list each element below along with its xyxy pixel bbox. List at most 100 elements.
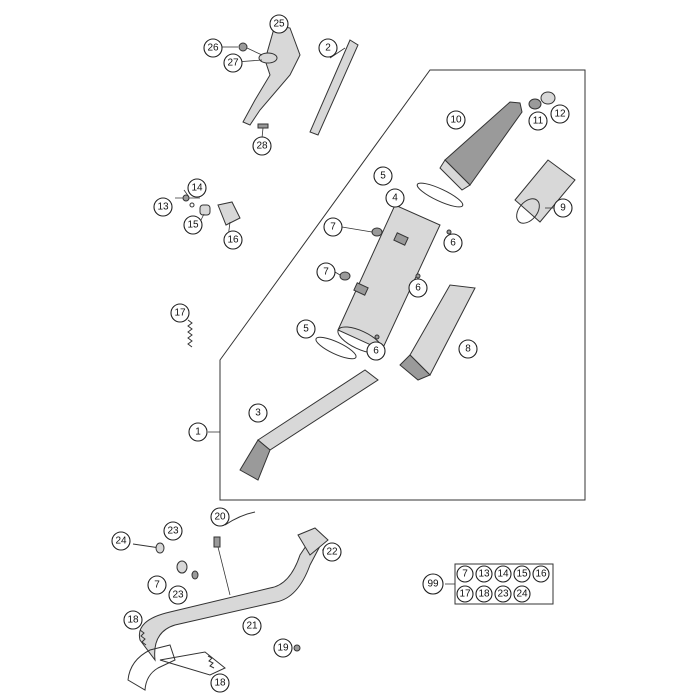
- svg-text:7: 7: [323, 267, 329, 278]
- svg-text:6: 6: [415, 283, 421, 294]
- callout-15: 15: [183, 215, 203, 235]
- svg-text:18: 18: [478, 589, 490, 600]
- svg-text:18: 18: [214, 678, 226, 689]
- svg-text:13: 13: [157, 202, 169, 213]
- svg-text:17: 17: [174, 308, 186, 319]
- kit-row1-item-4: 16: [532, 565, 550, 583]
- svg-text:7: 7: [154, 580, 160, 591]
- kit-row1-item-3: 15: [513, 565, 531, 583]
- svg-text:5: 5: [380, 171, 386, 182]
- callout-9: 9: [553, 198, 573, 218]
- clamp-group: [175, 189, 241, 239]
- callout-16: 16: [223, 230, 243, 250]
- callout-13: 13: [153, 197, 173, 217]
- rivet-upper: [446, 229, 452, 235]
- kit-box: [445, 563, 554, 605]
- callout-14: 14: [187, 178, 207, 198]
- callout-8: 8: [458, 339, 478, 359]
- kit-row1-item-0: 7: [456, 565, 474, 583]
- callout-27: 27: [223, 53, 243, 73]
- svg-text:13: 13: [478, 569, 490, 580]
- callout-18-right: 18: [210, 673, 230, 693]
- callout-10: 10: [446, 110, 466, 130]
- svg-text:22: 22: [326, 547, 338, 558]
- svg-text:20: 20: [214, 512, 226, 523]
- bracket-bolt-head: [238, 42, 248, 52]
- callout-6-middle: 6: [408, 278, 428, 298]
- svg-text:16: 16: [535, 569, 547, 580]
- callout-1: 1: [188, 422, 208, 442]
- kit-row2-item-3: 24: [513, 585, 531, 603]
- callout-labels: 1 2 3 4 5 5 6 6 6 7 7 7 8 9 10 11 12 13 …: [111, 14, 573, 693]
- callout-17: 17: [170, 303, 190, 323]
- svg-text:15: 15: [516, 569, 528, 580]
- silencer-assembly-frame: [219, 69, 586, 501]
- svg-text:9: 9: [560, 203, 566, 214]
- callout-7-lower: 7: [147, 575, 167, 595]
- svg-text:18: 18: [127, 615, 139, 626]
- outer-sleeve-part: [399, 284, 476, 381]
- callout-12: 12: [550, 104, 570, 124]
- svg-text:12: 12: [554, 109, 566, 120]
- svg-text:14: 14: [191, 183, 203, 194]
- svg-text:7: 7: [462, 569, 468, 580]
- callout-23-lower: 23: [168, 585, 188, 605]
- svg-text:8: 8: [465, 344, 471, 355]
- bracket-part: [242, 24, 301, 126]
- kit-row2-item-1: 18: [475, 585, 493, 603]
- svg-text:6: 6: [373, 346, 379, 357]
- callout-18-left: 18: [123, 610, 143, 630]
- svg-text:27: 27: [227, 58, 239, 69]
- svg-text:1: 1: [195, 427, 201, 438]
- kit-row2-item-2: 23: [494, 585, 512, 603]
- svg-text:24: 24: [115, 536, 127, 547]
- grommet-upper: [371, 227, 383, 237]
- callout-5-lower: 5: [296, 319, 316, 339]
- callout-6-lower: 6: [366, 341, 386, 361]
- callout-2: 2: [318, 38, 338, 58]
- svg-text:17: 17: [459, 589, 471, 600]
- sleeve-part: [514, 159, 576, 224]
- spring-lower-left: [139, 629, 147, 646]
- kit-row1-item-2: 14: [494, 565, 512, 583]
- svg-text:24: 24: [516, 589, 528, 600]
- callout-20: 20: [210, 507, 230, 527]
- callout-23-upper: 23: [163, 521, 183, 541]
- callout-5-upper: 5: [373, 166, 393, 186]
- svg-text:11: 11: [533, 116, 544, 127]
- spring-part: [187, 319, 193, 348]
- callout-21: 21: [242, 616, 262, 636]
- sensor-part: [213, 511, 256, 596]
- svg-text:2: 2: [325, 43, 331, 54]
- callout-4: 4: [385, 188, 405, 208]
- callout-3: 3: [248, 403, 268, 423]
- callout-22: 22: [322, 542, 342, 562]
- svg-text:23: 23: [167, 526, 179, 537]
- gasket-ring-lower: [315, 336, 357, 360]
- kit-row2-item-0: 17: [456, 585, 474, 603]
- clamp-bolt-head: [182, 194, 190, 202]
- svg-text:26: 26: [207, 43, 219, 54]
- clamp-bushing: [199, 204, 211, 216]
- clamp-bracket: [217, 201, 241, 226]
- bracket-screw: [257, 123, 269, 129]
- kit-number-callout: 99: [422, 573, 444, 595]
- svg-text:19: 19: [277, 643, 289, 654]
- rivet-middle: [415, 273, 421, 279]
- gasket-ring-upper: [416, 182, 464, 208]
- callout-7-upper: 7: [323, 217, 343, 237]
- svg-text:28: 28: [256, 141, 268, 152]
- svg-text:23: 23: [172, 590, 184, 601]
- kit-callouts: 99 7 13 14 15 16 17 18 23 24: [422, 565, 550, 603]
- perforated-core-part: [239, 369, 379, 481]
- sensor-body: [213, 536, 221, 548]
- callout-25: 25: [269, 14, 289, 34]
- svg-text:99: 99: [427, 579, 439, 590]
- callout-7-middle: 7: [316, 262, 336, 282]
- callout-28: 28: [252, 136, 272, 156]
- svg-text:16: 16: [227, 235, 239, 246]
- bracket-group: [222, 24, 301, 139]
- kit-frame: [454, 563, 554, 605]
- svg-text:25: 25: [273, 19, 285, 30]
